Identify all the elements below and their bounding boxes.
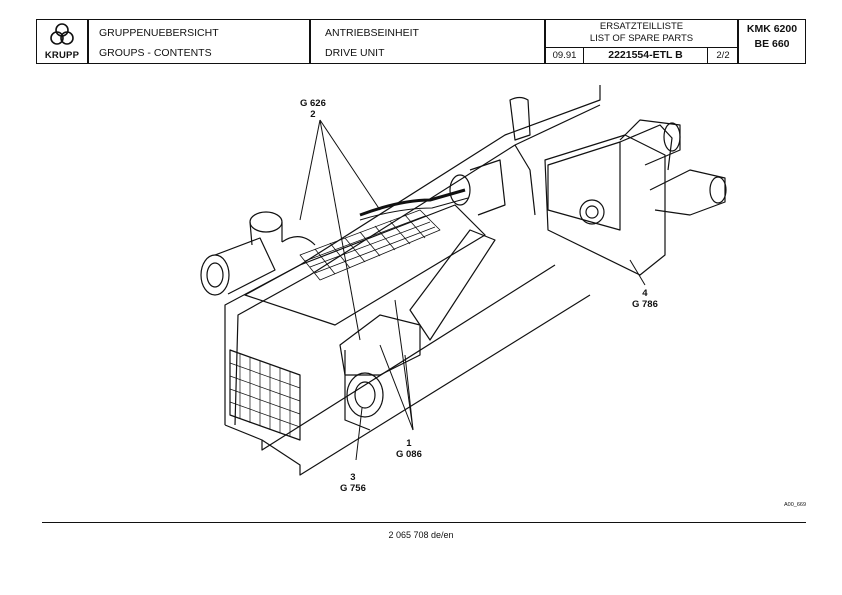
title-block-logo: KRUPP: [36, 19, 88, 64]
list-divider: [546, 47, 737, 48]
callout-item-4: 4 G 786: [632, 288, 658, 310]
drive-unit-illustration: [200, 85, 727, 476]
title-block-group: GRUPPENUEBERSICHT GROUPS - CONTENTS: [88, 19, 310, 64]
callout-group-code: G 786: [632, 299, 658, 310]
list-title-de: ERSATZTEILLISTE: [599, 21, 684, 32]
unit-title-en: DRIVE UNIT: [325, 47, 385, 59]
list-title-en: LIST OF SPARE PARTS: [589, 33, 694, 44]
list-date-cell: 09.91: [546, 47, 584, 64]
callout-item-1: 1 G 086: [396, 438, 422, 460]
callout-item-number: 2: [310, 109, 316, 120]
callout-item-number: 4: [642, 288, 648, 299]
krupp-rings-icon: [37, 22, 87, 48]
callout-item-3: 3 G 756: [340, 472, 366, 494]
list-page-cell: 2/2: [708, 47, 738, 64]
list-doc-number: 2221554-ETL B: [608, 49, 683, 61]
list-doc-cell: 2221554-ETL B: [584, 47, 708, 64]
footer-divider: [42, 522, 806, 523]
model-line-2: BE 660: [754, 38, 790, 50]
title-block-model: KMK 6200 BE 660: [738, 19, 806, 64]
footer-doc-code: 2 065 708 de/en: [388, 530, 454, 540]
callout-item-number: 1: [406, 438, 412, 449]
brand-name: KRUPP: [44, 50, 80, 61]
title-block-unit: ANTRIEBSEINHEIT DRIVE UNIT: [310, 19, 545, 64]
callout-group-code: G 756: [340, 483, 366, 494]
list-page-number: 2/2: [716, 50, 730, 61]
list-date: 09.91: [552, 50, 577, 61]
callout-group-code: G 626: [300, 98, 326, 109]
callout-item-number: 3: [350, 472, 356, 483]
model-line-1: KMK 6200: [746, 23, 798, 35]
title-block-list: ERSATZTEILLISTE LIST OF SPARE PARTS 09.9…: [545, 19, 738, 64]
unit-title-de: ANTRIEBSEINHEIT: [325, 27, 419, 39]
drawing-reference-code: A00_669: [784, 502, 807, 508]
group-title-de: GRUPPENUEBERSICHT: [99, 27, 219, 39]
group-title-en: GROUPS - CONTENTS: [99, 47, 212, 59]
exploded-drawing: G 626 2 4 G 786 1 G 086 3 G 756 A00_669: [0, 70, 842, 520]
callout-group-code: G 086: [396, 449, 422, 460]
callout-item-2: G 626 2: [300, 98, 326, 120]
